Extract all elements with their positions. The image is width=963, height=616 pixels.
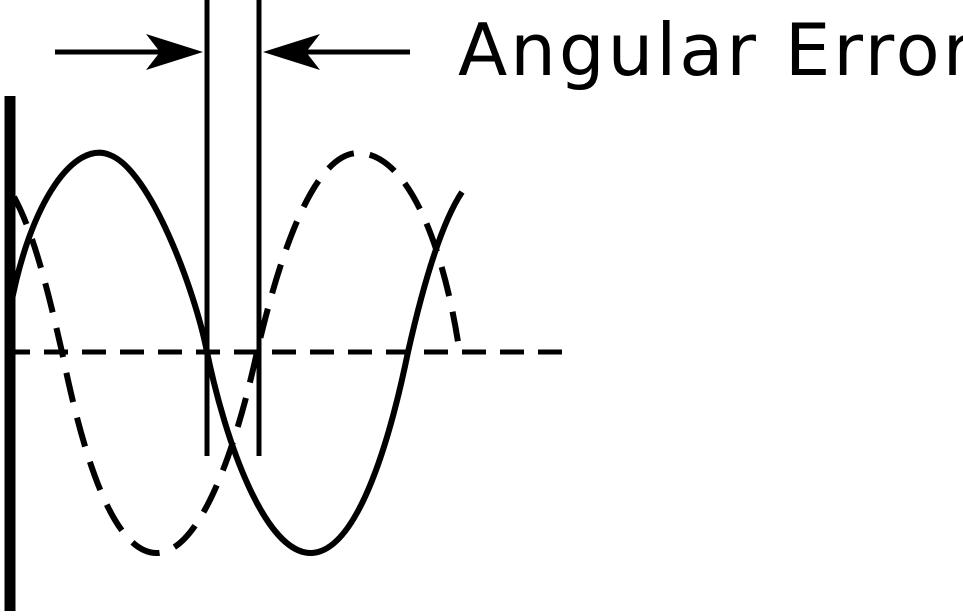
dashed-sine-wave [11,149,463,557]
solid-sine-wave [7,149,465,557]
right-arrow-head [263,34,320,70]
angular-error-label: Angular Error [458,8,963,92]
left-arrow-head [146,34,203,70]
